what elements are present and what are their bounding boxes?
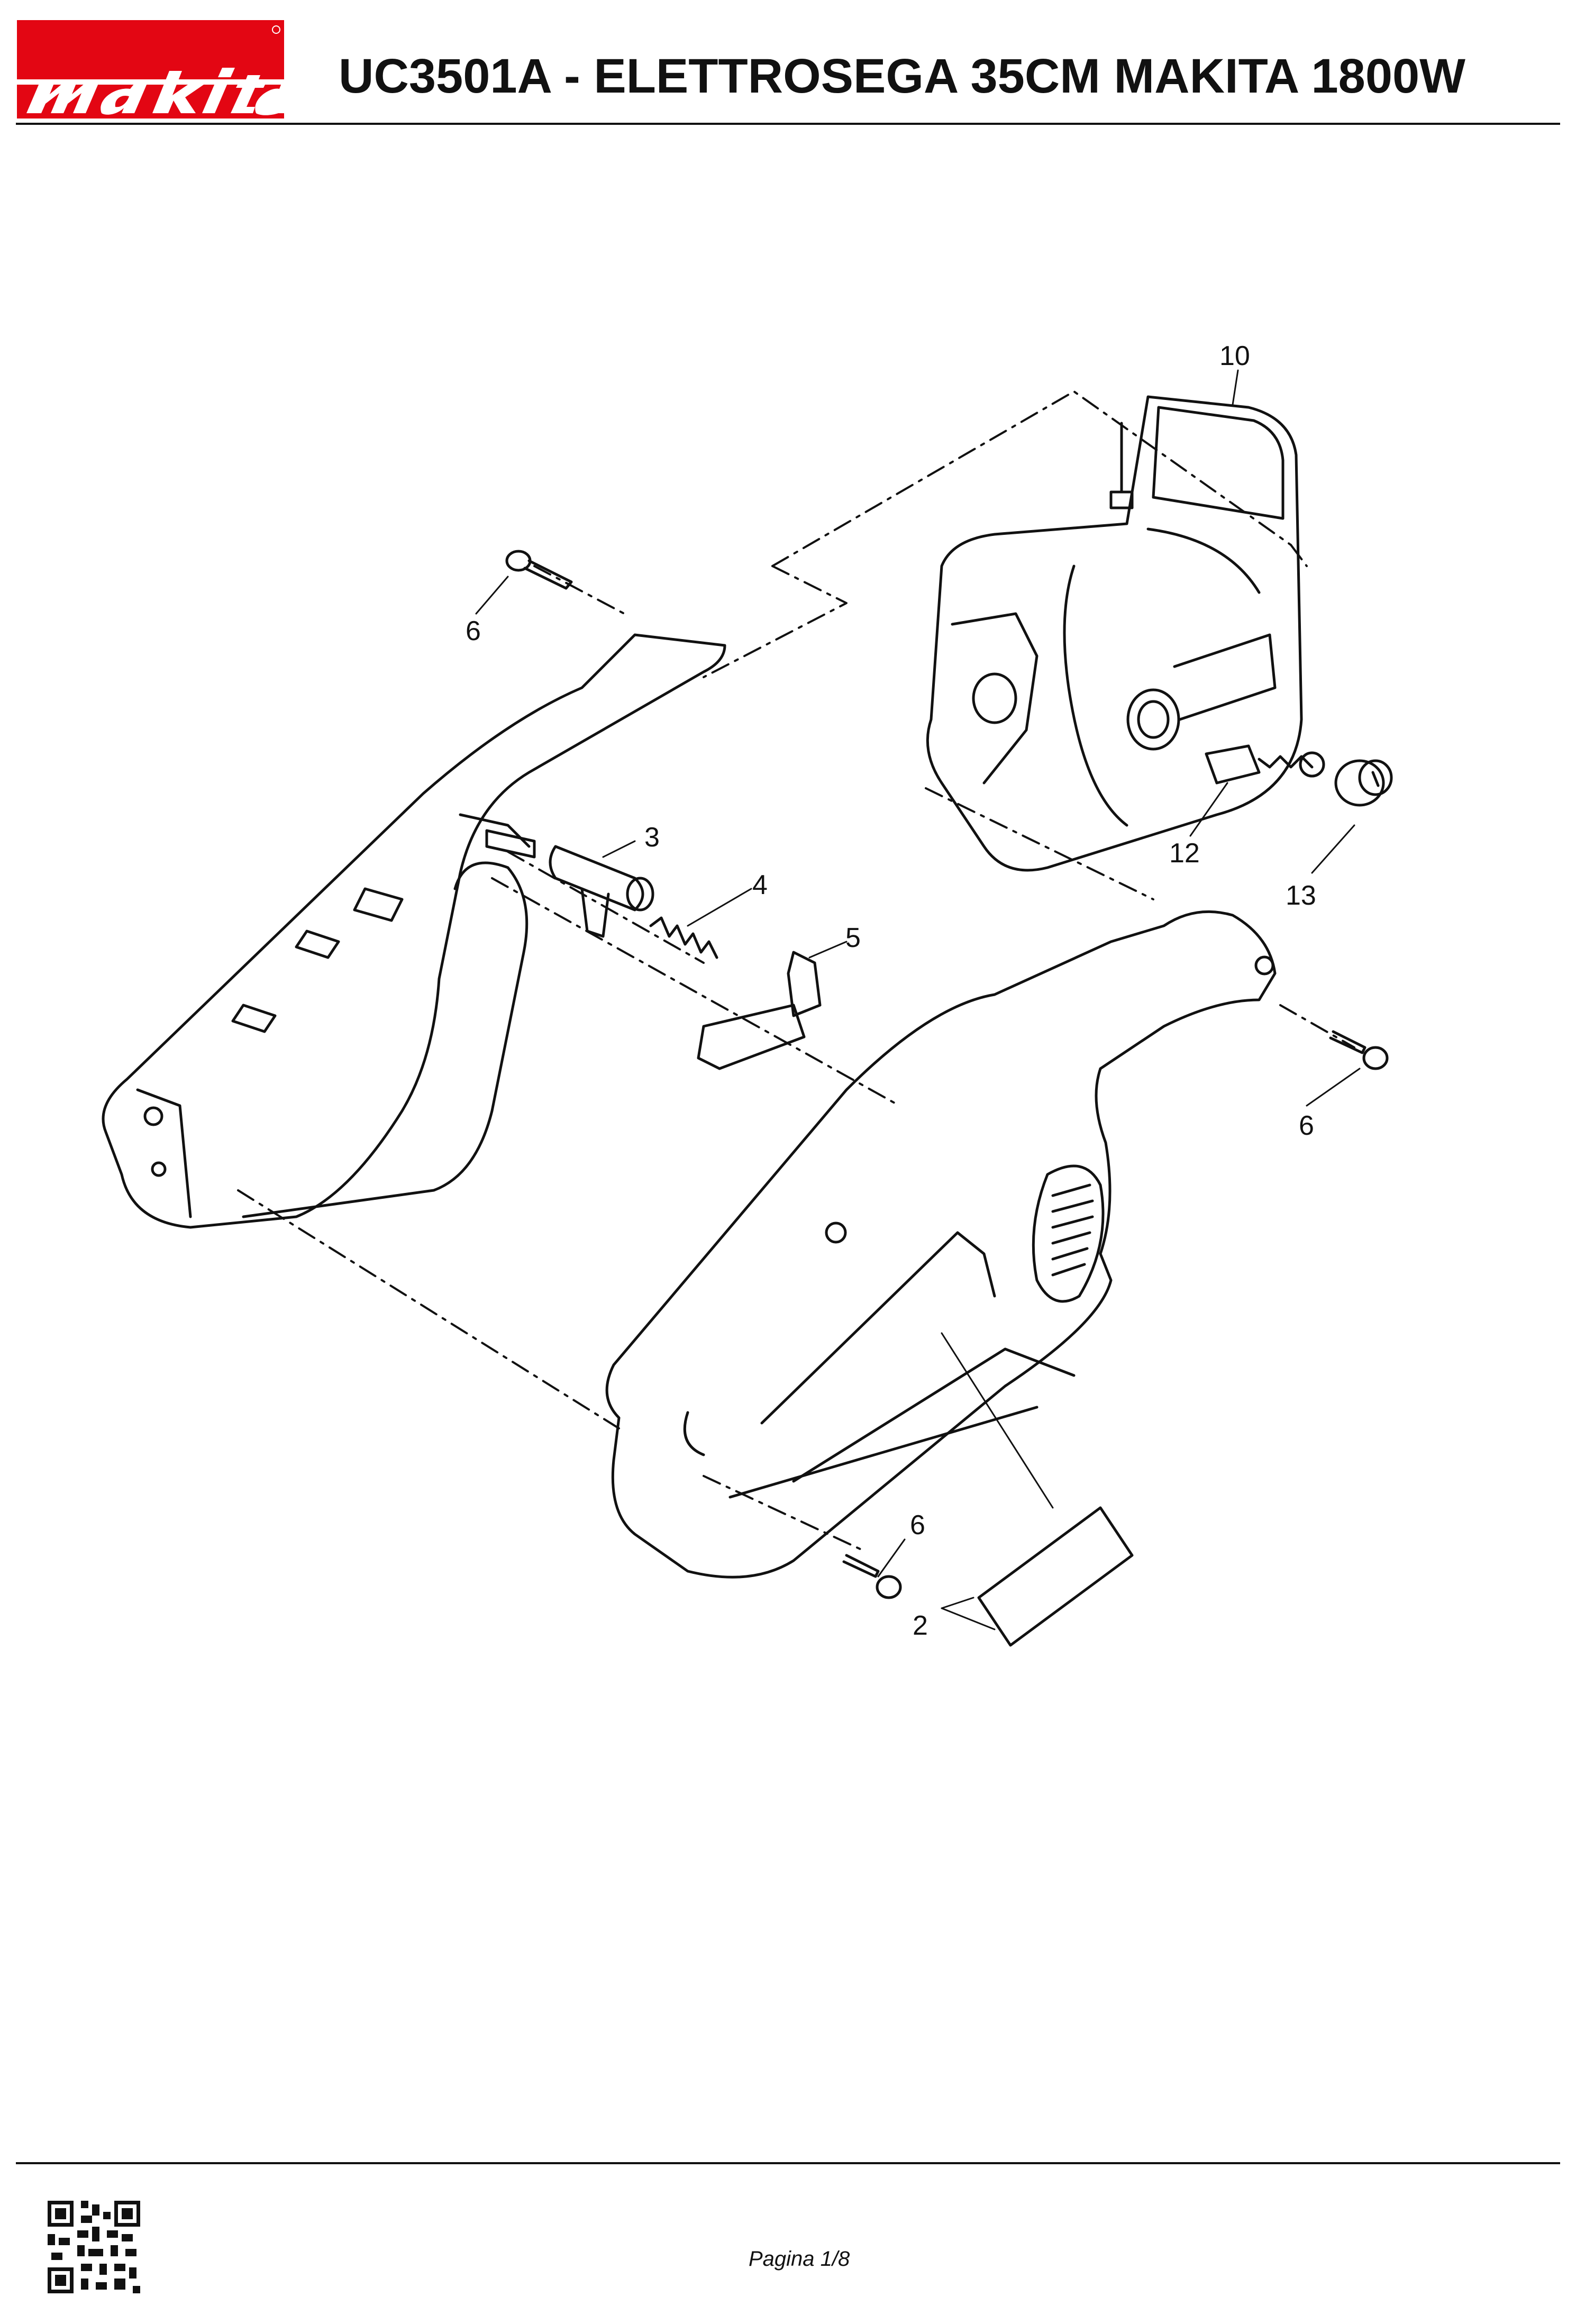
page-title: UC3501A - ELETTROSEGA 35CM MAKITA 1800W xyxy=(339,49,1466,103)
header-divider xyxy=(16,123,1560,125)
assembly-guide-lines xyxy=(237,390,1355,1551)
lock-off-lever-part-5 xyxy=(697,951,822,1070)
exploded-parts-diagram: 10 6 3 4 5 12 13 6 6 2 xyxy=(0,317,1576,1693)
callout-12: 12 xyxy=(1169,838,1200,869)
qr-code-icon xyxy=(48,2201,140,2293)
screw-part-6-top xyxy=(505,550,573,590)
label-part-2 xyxy=(977,1506,1134,1647)
callout-6-top: 6 xyxy=(466,616,481,646)
carbon-brush-part-12 xyxy=(1205,744,1325,785)
spring-part-4 xyxy=(649,916,718,959)
callout-13: 13 xyxy=(1286,880,1316,911)
callout-6-bottom: 6 xyxy=(910,1510,925,1541)
makita-logo xyxy=(17,20,284,119)
brush-cap-part-13 xyxy=(1334,759,1393,807)
motor-housing-part-10 xyxy=(926,395,1303,872)
callout-3: 3 xyxy=(644,822,660,853)
right-handle-half xyxy=(605,910,1277,1579)
footer-divider xyxy=(16,2162,1560,2164)
callout-5: 5 xyxy=(845,923,861,953)
screw-part-6-bottom xyxy=(842,1554,902,1599)
callout-2: 2 xyxy=(913,1610,928,1641)
trigger-pin-part-3 xyxy=(549,845,654,938)
callout-leaders xyxy=(475,369,1361,1630)
left-handle-half xyxy=(102,633,726,1229)
page-header: UC3501A - ELETTROSEGA 35CM MAKITA 1800W xyxy=(0,0,1576,127)
callout-10: 10 xyxy=(1219,341,1250,371)
callout-numbers: 10 6 3 4 5 12 13 6 6 2 xyxy=(466,341,1316,1641)
callout-6-right: 6 xyxy=(1299,1110,1314,1141)
page-number: Pagina 1/8 xyxy=(749,2247,850,2271)
parts-drawing: 10 6 3 4 5 12 13 6 6 2 xyxy=(102,341,1393,1647)
callout-4: 4 xyxy=(752,870,768,900)
screw-part-6-right xyxy=(1329,1030,1389,1070)
